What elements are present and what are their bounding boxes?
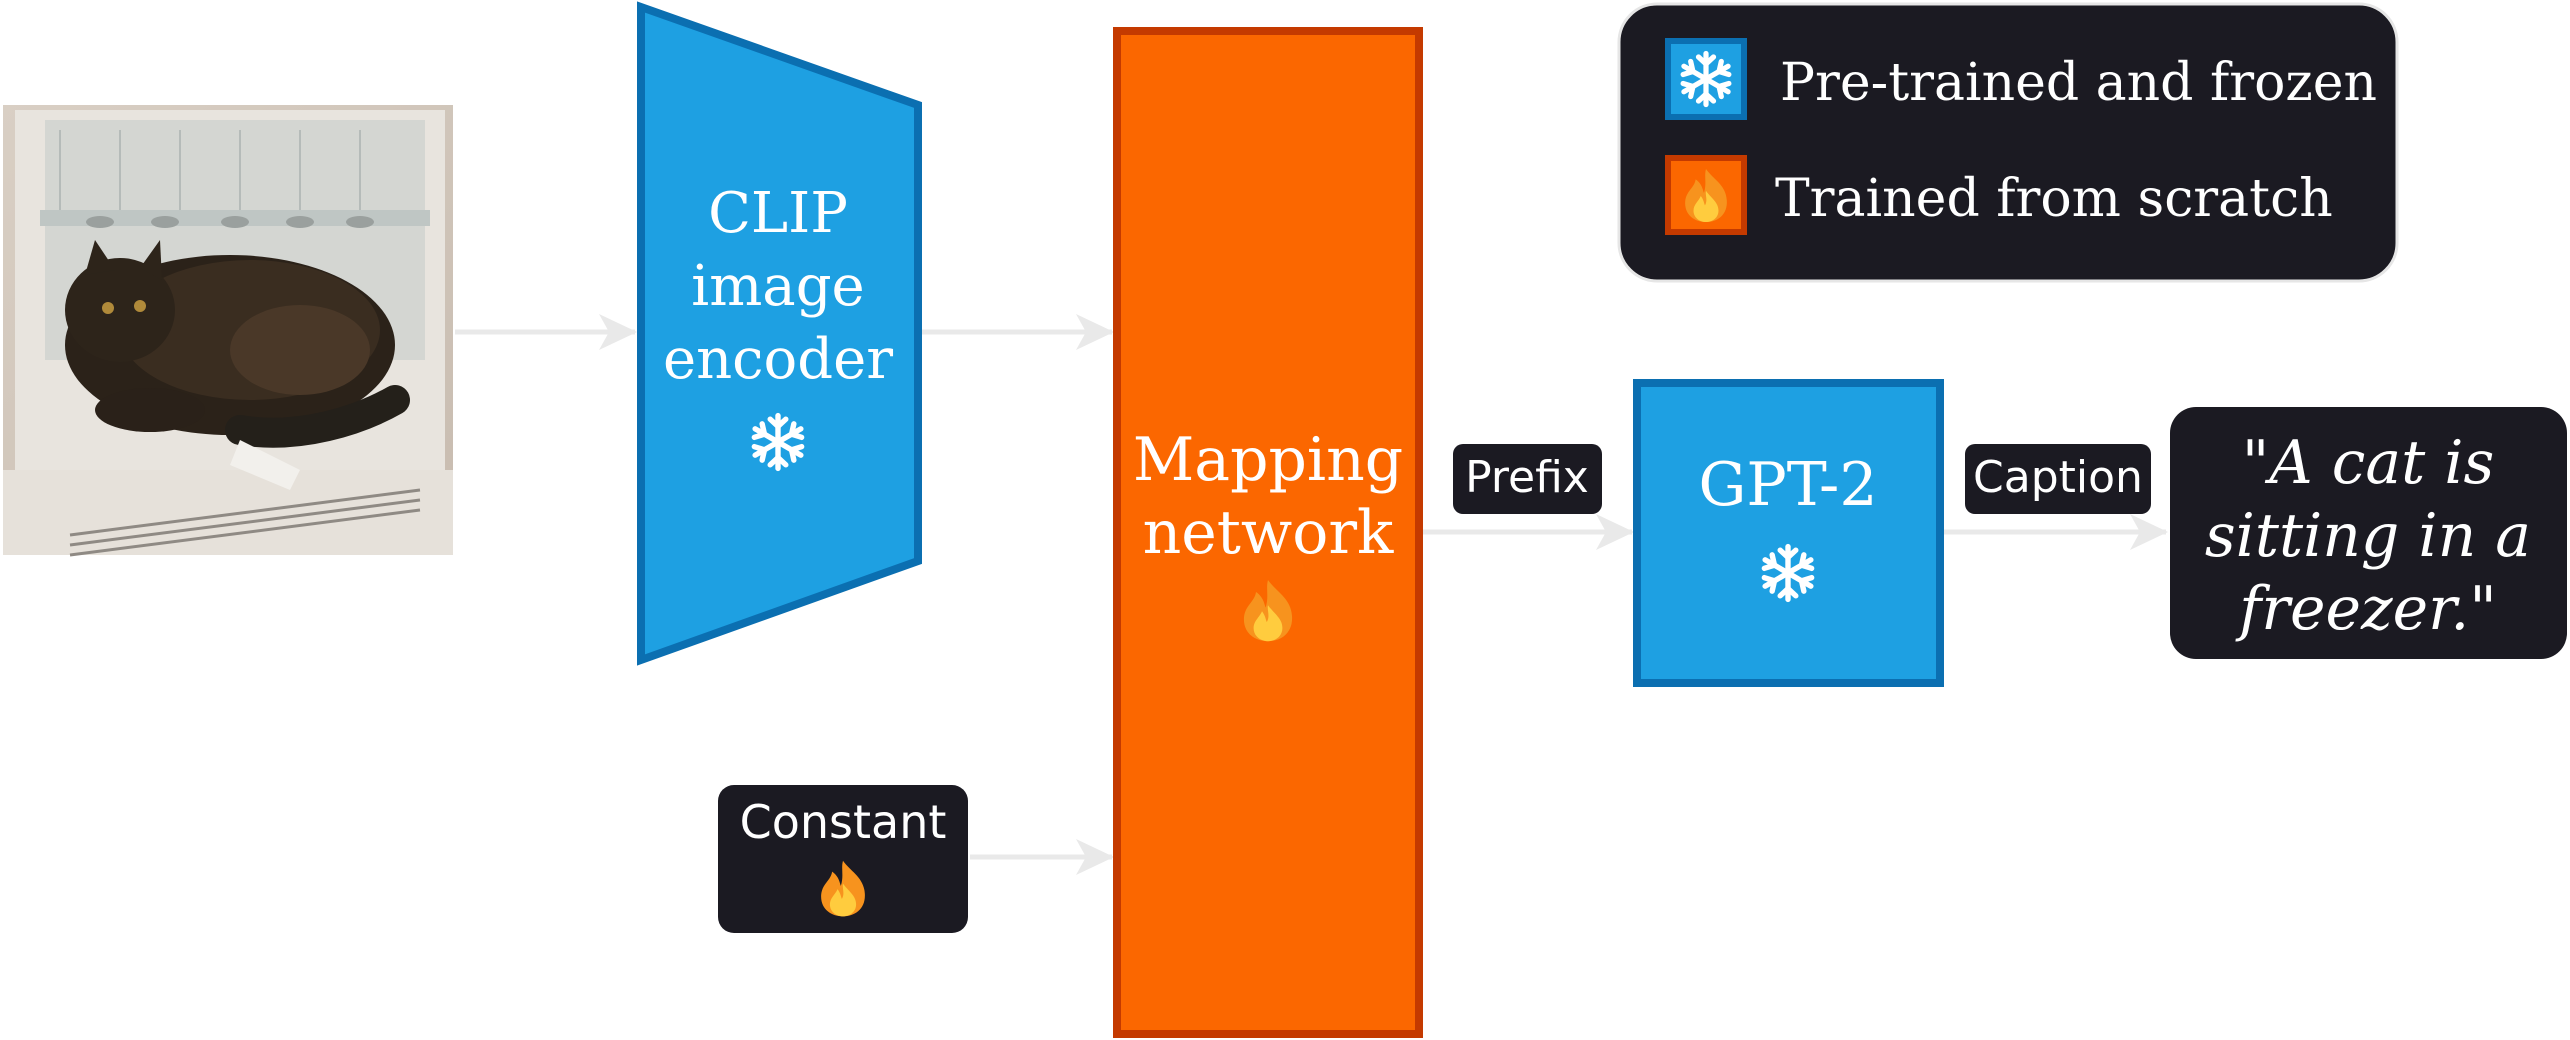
constant-block: Constant bbox=[718, 785, 968, 933]
encoder-label-line1: CLIP bbox=[708, 181, 848, 246]
mapping-label-line2: network bbox=[1143, 498, 1394, 568]
prefix-tag: Prefix bbox=[1453, 444, 1602, 514]
clip-image-encoder: CLIP image encoder bbox=[637, 1, 922, 666]
encoder-label-line2: image bbox=[691, 254, 864, 319]
caption-tag-label: Caption bbox=[1973, 452, 2143, 503]
encoder-label-line3: encoder bbox=[663, 327, 893, 392]
input-photo bbox=[3, 105, 453, 557]
mapping-label-line1: Mapping bbox=[1133, 425, 1403, 495]
output-caption-line2: sitting in a bbox=[2205, 501, 2531, 571]
mapping-network: Mapping network bbox=[1113, 27, 1423, 1038]
legend-frozen-label: Pre-trained and frozen bbox=[1780, 53, 2377, 113]
arrows bbox=[455, 314, 2168, 875]
output-caption: "A cat is sitting in a freezer." bbox=[2170, 407, 2567, 659]
gpt2-block: GPT-2 bbox=[1633, 379, 1944, 687]
output-caption-line3: freezer." bbox=[2235, 574, 2497, 644]
prefix-label: Prefix bbox=[1465, 452, 1589, 503]
caption-tag: Caption bbox=[1965, 444, 2151, 514]
legend: Pre-trained and frozen Trained from scra… bbox=[1617, 2, 2399, 283]
output-caption-line1: "A cat is bbox=[2242, 428, 2495, 498]
legend-scratch-label: Trained from scratch bbox=[1775, 169, 2333, 229]
cat bbox=[65, 240, 410, 448]
constant-label: Constant bbox=[740, 795, 947, 849]
gpt2-label: GPT-2 bbox=[1698, 450, 1877, 520]
